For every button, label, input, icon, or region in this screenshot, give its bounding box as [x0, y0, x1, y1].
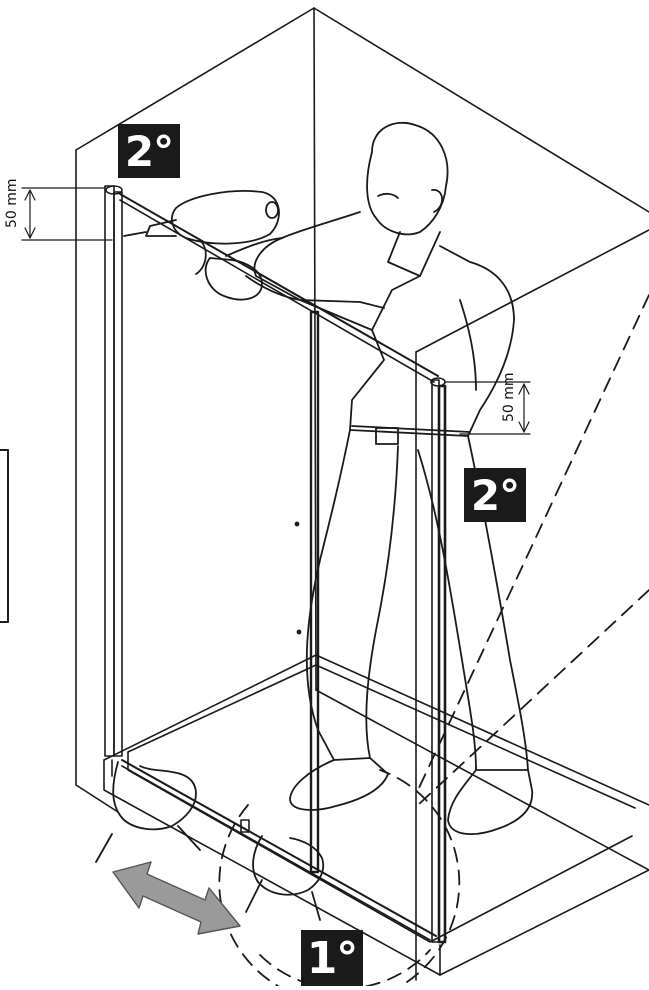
left-profile	[104, 185, 123, 777]
dimension-left	[21, 187, 113, 241]
screw-dot	[294, 521, 300, 527]
dimension-label-left: 50 mm	[4, 178, 20, 228]
dimension-label-right: 50 mm	[501, 372, 517, 422]
double-arrow-icon	[112, 861, 241, 935]
step-badge-right: 2°	[464, 468, 526, 522]
detail-bracket	[0, 449, 9, 623]
worker-figure	[123, 121, 534, 835]
enclosure-walls	[75, 7, 649, 981]
right-profile	[430, 377, 447, 944]
screw-dot	[296, 629, 302, 635]
dashed-guides	[218, 294, 649, 990]
step-badge-top: 2°	[118, 124, 180, 178]
worker-hands	[95, 761, 325, 921]
step-badge-bottom: 1°	[301, 930, 363, 986]
bottom-rail	[121, 759, 437, 941]
dimension-right	[444, 381, 531, 435]
shower-tray	[103, 654, 649, 976]
